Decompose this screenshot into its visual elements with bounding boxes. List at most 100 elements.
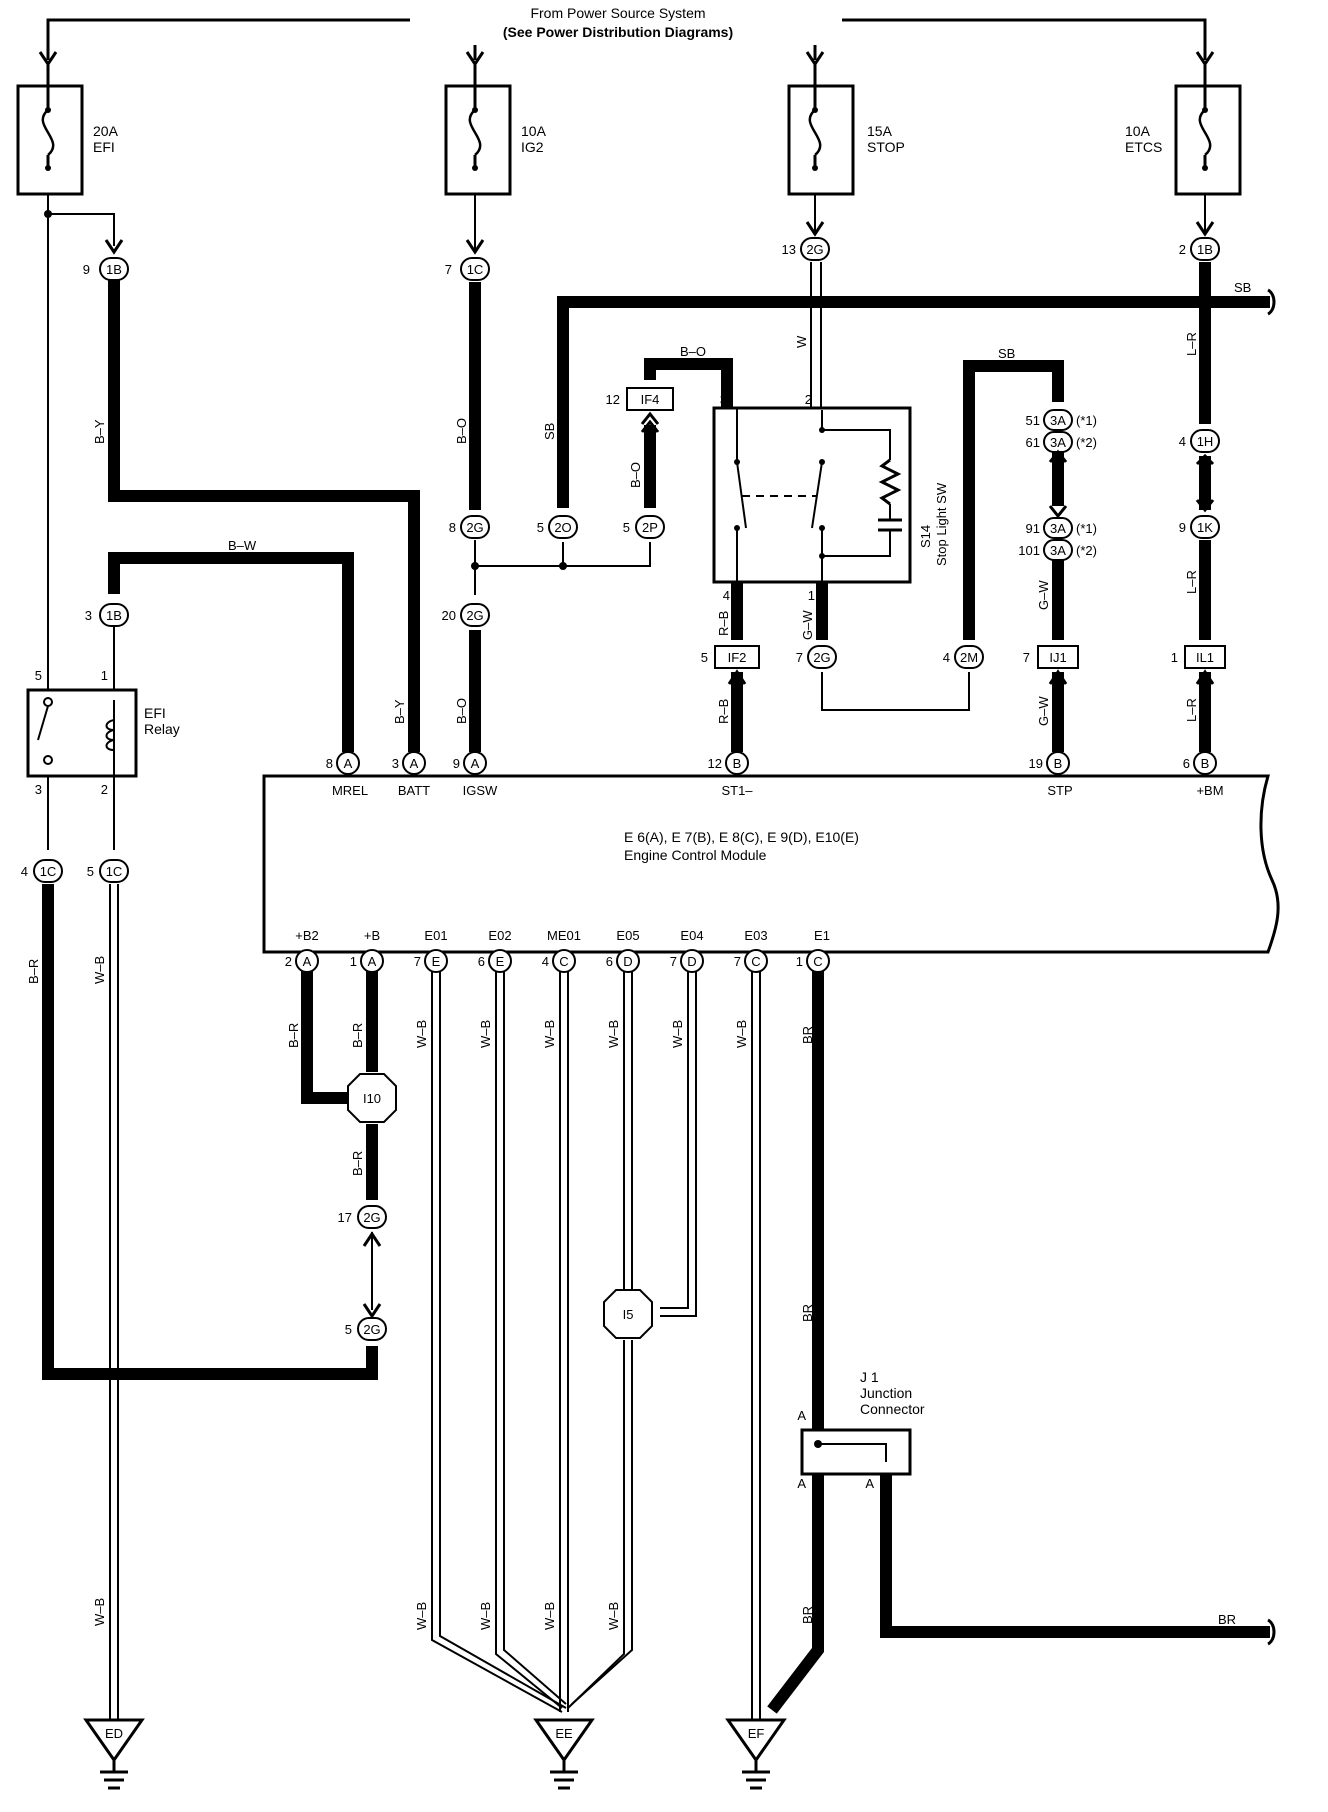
svg-text:W–B: W–B — [542, 1020, 557, 1048]
svg-text:E: E — [496, 954, 505, 969]
svg-text:+B2: +B2 — [295, 928, 319, 943]
svg-text:A: A — [344, 756, 353, 771]
connector-1C-5: 1C 5 — [87, 859, 129, 883]
svg-text:B–O: B–O — [454, 418, 469, 444]
svg-text:5: 5 — [345, 1322, 352, 1337]
connector-1B-2: 1B 2 — [1179, 237, 1220, 261]
svg-text:IGSW: IGSW — [463, 783, 498, 798]
svg-text:E1: E1 — [814, 928, 830, 943]
splice-I5: I5 — [603, 1289, 653, 1339]
svg-text:1: 1 — [101, 668, 108, 683]
connector-2G-8: 2G 8 — [449, 515, 490, 539]
connector-1H: 1H 4 — [1179, 429, 1220, 453]
fuse-stop: 15A STOP — [787, 64, 905, 196]
svg-text:E05: E05 — [616, 928, 639, 943]
svg-text:6: 6 — [1183, 756, 1190, 771]
svg-text:EF: EF — [748, 1726, 765, 1741]
svg-text:C: C — [813, 954, 822, 969]
svg-text:3: 3 — [35, 782, 42, 797]
svg-text:3A: 3A — [1050, 435, 1066, 450]
svg-text:A: A — [797, 1476, 806, 1491]
svg-text:B–Y: B–Y — [392, 699, 407, 724]
svg-text:W: W — [794, 335, 809, 348]
connector-2G-17: 2G 17 — [338, 1205, 387, 1229]
svg-text:A: A — [368, 954, 377, 969]
svg-text:4: 4 — [1179, 434, 1186, 449]
svg-text:W–B: W–B — [606, 1602, 621, 1630]
svg-text:A: A — [410, 756, 419, 771]
fuse-etcs-name: ETCS — [1125, 139, 1162, 155]
svg-text:A: A — [471, 756, 480, 771]
svg-text:3A: 3A — [1050, 521, 1066, 536]
svg-text:STP: STP — [1047, 783, 1072, 798]
junction-connector-j1: A A A J 1 Junction Connector — [797, 1369, 925, 1491]
svg-text:B–O: B–O — [628, 462, 643, 488]
fuse-ig2-name: IG2 — [521, 139, 544, 155]
svg-text:+B: +B — [364, 928, 380, 943]
svg-text:R–B: R–B — [716, 699, 731, 724]
svg-text:2G: 2G — [363, 1210, 380, 1225]
connector-2G-13: 2G 13 — [782, 237, 830, 261]
ecm-line2: Engine Control Module — [624, 847, 767, 863]
svg-text:1B: 1B — [106, 608, 122, 623]
relay-name1: EFI — [144, 705, 166, 721]
svg-text:B–R: B–R — [26, 959, 41, 984]
svg-text:IL1: IL1 — [1196, 650, 1214, 665]
svg-text:W–B: W–B — [542, 1602, 557, 1630]
ecm-line1: E 6(A), E 7(B), E 8(C), E 9(D), E10(E) — [624, 829, 859, 845]
svg-text:2O: 2O — [554, 520, 571, 535]
header-line2: (See Power Distribution Diagrams) — [503, 24, 733, 40]
svg-text:(*2): (*2) — [1076, 543, 1097, 558]
ecm-top-pins: A8 A3 A9 B12 B19 B6 — [326, 751, 1217, 775]
junction-name2: Connector — [860, 1401, 925, 1417]
svg-text:B–Y: B–Y — [92, 419, 107, 444]
svg-text:EE: EE — [555, 1726, 573, 1741]
svg-text:MREL: MREL — [332, 783, 368, 798]
svg-text:B: B — [1054, 756, 1063, 771]
svg-text:7: 7 — [796, 650, 803, 665]
fuse-efi: 20A EFI — [16, 64, 119, 196]
svg-text:4: 4 — [542, 954, 549, 969]
svg-text:5: 5 — [537, 520, 544, 535]
svg-text:20: 20 — [442, 608, 456, 623]
svg-text:(*1): (*1) — [1076, 521, 1097, 536]
svg-text:1K: 1K — [1197, 520, 1213, 535]
svg-text:(*2): (*2) — [1076, 435, 1097, 450]
svg-text:W–B: W–B — [670, 1020, 685, 1048]
svg-text:1: 1 — [796, 954, 803, 969]
connector-IF4: IF4 12 — [606, 387, 674, 411]
svg-text:ED: ED — [105, 1726, 123, 1741]
svg-text:L–R: L–R — [1184, 332, 1199, 356]
svg-text:17: 17 — [338, 1210, 352, 1225]
svg-text:7: 7 — [445, 262, 452, 277]
svg-text:(*1): (*1) — [1076, 413, 1097, 428]
svg-text:E01: E01 — [424, 928, 447, 943]
svg-text:SB: SB — [542, 423, 557, 440]
svg-text:BR: BR — [800, 1606, 815, 1624]
svg-text:BR: BR — [800, 1304, 815, 1322]
svg-text:2M: 2M — [960, 650, 978, 665]
svg-text:3A: 3A — [1050, 413, 1066, 428]
svg-text:C: C — [751, 954, 760, 969]
engine-control-module: E 6(A), E 7(B), E 8(C), E 9(D), E10(E) E… — [262, 774, 1280, 954]
splice-I10: I10 — [347, 1073, 397, 1123]
connector-1B-9: 1B 9 — [83, 257, 129, 281]
svg-text:1: 1 — [350, 954, 357, 969]
connector-2G-20: 2G 20 — [442, 603, 490, 627]
connector-1B-3: 1B 3 — [85, 603, 129, 627]
svg-text:E02: E02 — [488, 928, 511, 943]
svg-text:4: 4 — [21, 864, 28, 879]
fuse-efi-name: EFI — [93, 139, 115, 155]
svg-text:1B: 1B — [106, 262, 122, 277]
svg-text:7: 7 — [670, 954, 677, 969]
svg-text:A: A — [797, 1408, 806, 1423]
svg-text:19: 19 — [1029, 756, 1043, 771]
header-line1: From Power Source System — [530, 5, 705, 21]
svg-text:B: B — [733, 756, 742, 771]
fuse-efi-amp: 20A — [93, 123, 119, 139]
ground-ED: ED — [83, 1718, 145, 1790]
svg-text:2: 2 — [101, 782, 108, 797]
svg-text:9: 9 — [453, 756, 460, 771]
svg-text:12: 12 — [606, 392, 620, 407]
